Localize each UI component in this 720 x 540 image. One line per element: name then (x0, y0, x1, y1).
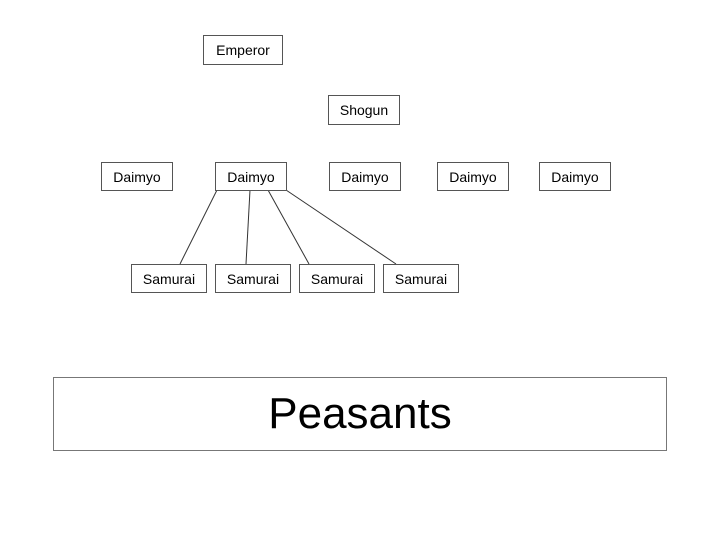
emperor-box: Emperor (203, 35, 283, 65)
daimyo-box: Daimyo (101, 162, 173, 191)
connector-line (179, 189, 218, 265)
connector-line (245, 189, 251, 265)
shogun-box: Shogun (328, 95, 400, 125)
connector-line (267, 189, 310, 265)
samurai-label: Samurai (310, 270, 364, 287)
peasants-label: Peasants (268, 389, 452, 438)
samurai-box: Samurai (131, 264, 207, 293)
samurai-box: Samurai (383, 264, 459, 293)
daimyo-box: Daimyo (437, 162, 509, 191)
samurai-label: Samurai (226, 270, 280, 287)
daimyo-box: Daimyo (539, 162, 611, 191)
daimyo-label: Daimyo (551, 168, 599, 185)
shogun-label: Shogun (339, 102, 389, 118)
samurai-box: Samurai (299, 264, 375, 293)
samurai-label: Samurai (394, 270, 448, 287)
daimyo-label: Daimyo (449, 168, 497, 185)
samurai-box: Samurai (215, 264, 291, 293)
peasants-box: Peasants (53, 377, 667, 451)
emperor-label: Emperor (216, 42, 270, 58)
samurai-label: Samurai (142, 270, 196, 287)
daimyo-box: Daimyo (215, 162, 287, 191)
daimyo-label: Daimyo (227, 168, 275, 185)
daimyo-box: Daimyo (329, 162, 401, 191)
daimyo-label: Daimyo (113, 168, 161, 185)
connector-line (285, 189, 397, 265)
daimyo-label: Daimyo (341, 168, 389, 185)
